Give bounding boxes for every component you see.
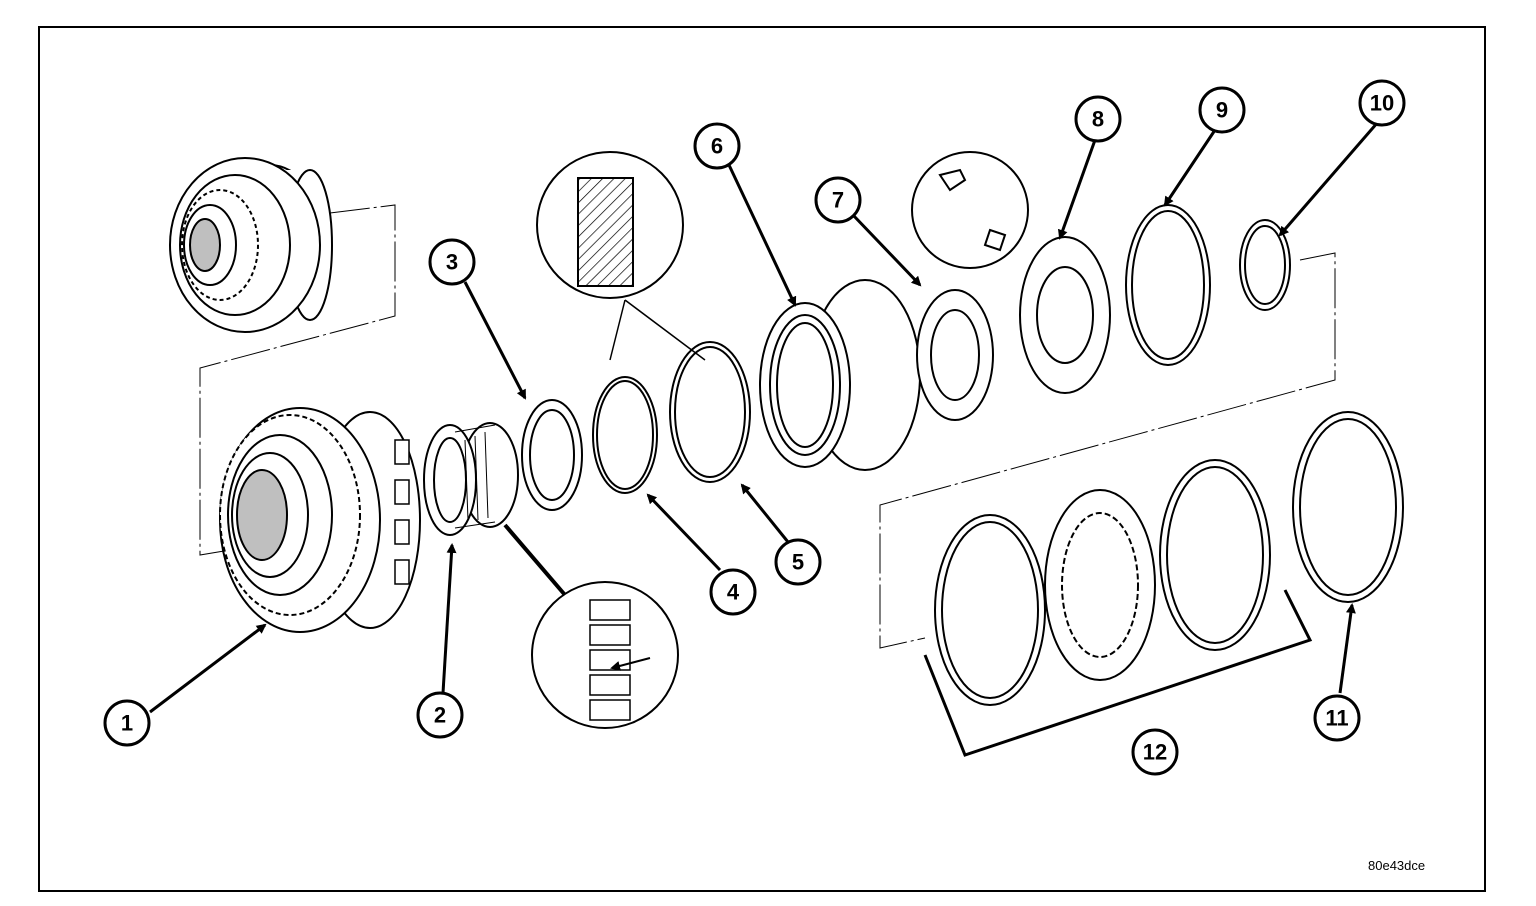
callout-3: 3: [428, 238, 476, 286]
callout-4-label: 4: [727, 580, 740, 605]
callout-6-label: 6: [711, 134, 723, 159]
callout-7: 7: [814, 176, 862, 224]
callout-2: 2: [416, 691, 464, 739]
callout-11-label: 11: [1325, 706, 1348, 731]
callout-4: 4: [709, 568, 757, 616]
callout-12: 12: [1131, 728, 1179, 776]
snap-ring-part-3: [521, 399, 583, 511]
seal-ring-part-4: [592, 376, 658, 494]
leader-arrows: [149, 121, 1380, 714]
callout-8: 8: [1074, 95, 1122, 143]
callout-12-label: 12: [1143, 740, 1167, 765]
reaction-plate-part-8: [1019, 236, 1111, 394]
callout-9: 9: [1198, 86, 1246, 134]
snap-ring-part-11: [1292, 411, 1404, 603]
ring-part-9: [1125, 204, 1211, 366]
spring-tab-detail: [911, 151, 1029, 269]
callout-3-label: 3: [446, 250, 458, 275]
callout-11: 11: [1313, 694, 1361, 742]
callout-2-label: 2: [434, 703, 446, 728]
callout-6: 6: [693, 122, 741, 170]
callout-7-label: 7: [832, 188, 844, 213]
needle-bearing-part-2: [423, 422, 519, 536]
snap-ring-part-10: [1239, 219, 1291, 311]
callout-1: 1: [103, 699, 151, 747]
clutch-pack-part-12: [923, 459, 1313, 757]
piston-part-6: [759, 279, 921, 471]
callout-10: 10: [1358, 79, 1406, 127]
bearing-detail: [503, 523, 679, 729]
callout-8-label: 8: [1092, 107, 1104, 132]
assembly-outline-lines: [199, 204, 1336, 649]
seal-ring-part-5: [669, 341, 751, 483]
clutch-hub-part-1: [219, 407, 421, 633]
callout-9-label: 9: [1216, 98, 1228, 123]
callout-1-label: 1: [121, 711, 133, 736]
callout-5: 5: [774, 538, 822, 586]
callout-5-label: 5: [792, 550, 804, 575]
seal-section-detail: [536, 151, 706, 361]
clutch-hub-top-illustration: [169, 157, 333, 333]
spring-part-7: [916, 289, 994, 421]
figure-id-label: 80e43dce: [1368, 858, 1426, 873]
callout-10-label: 10: [1370, 91, 1394, 116]
